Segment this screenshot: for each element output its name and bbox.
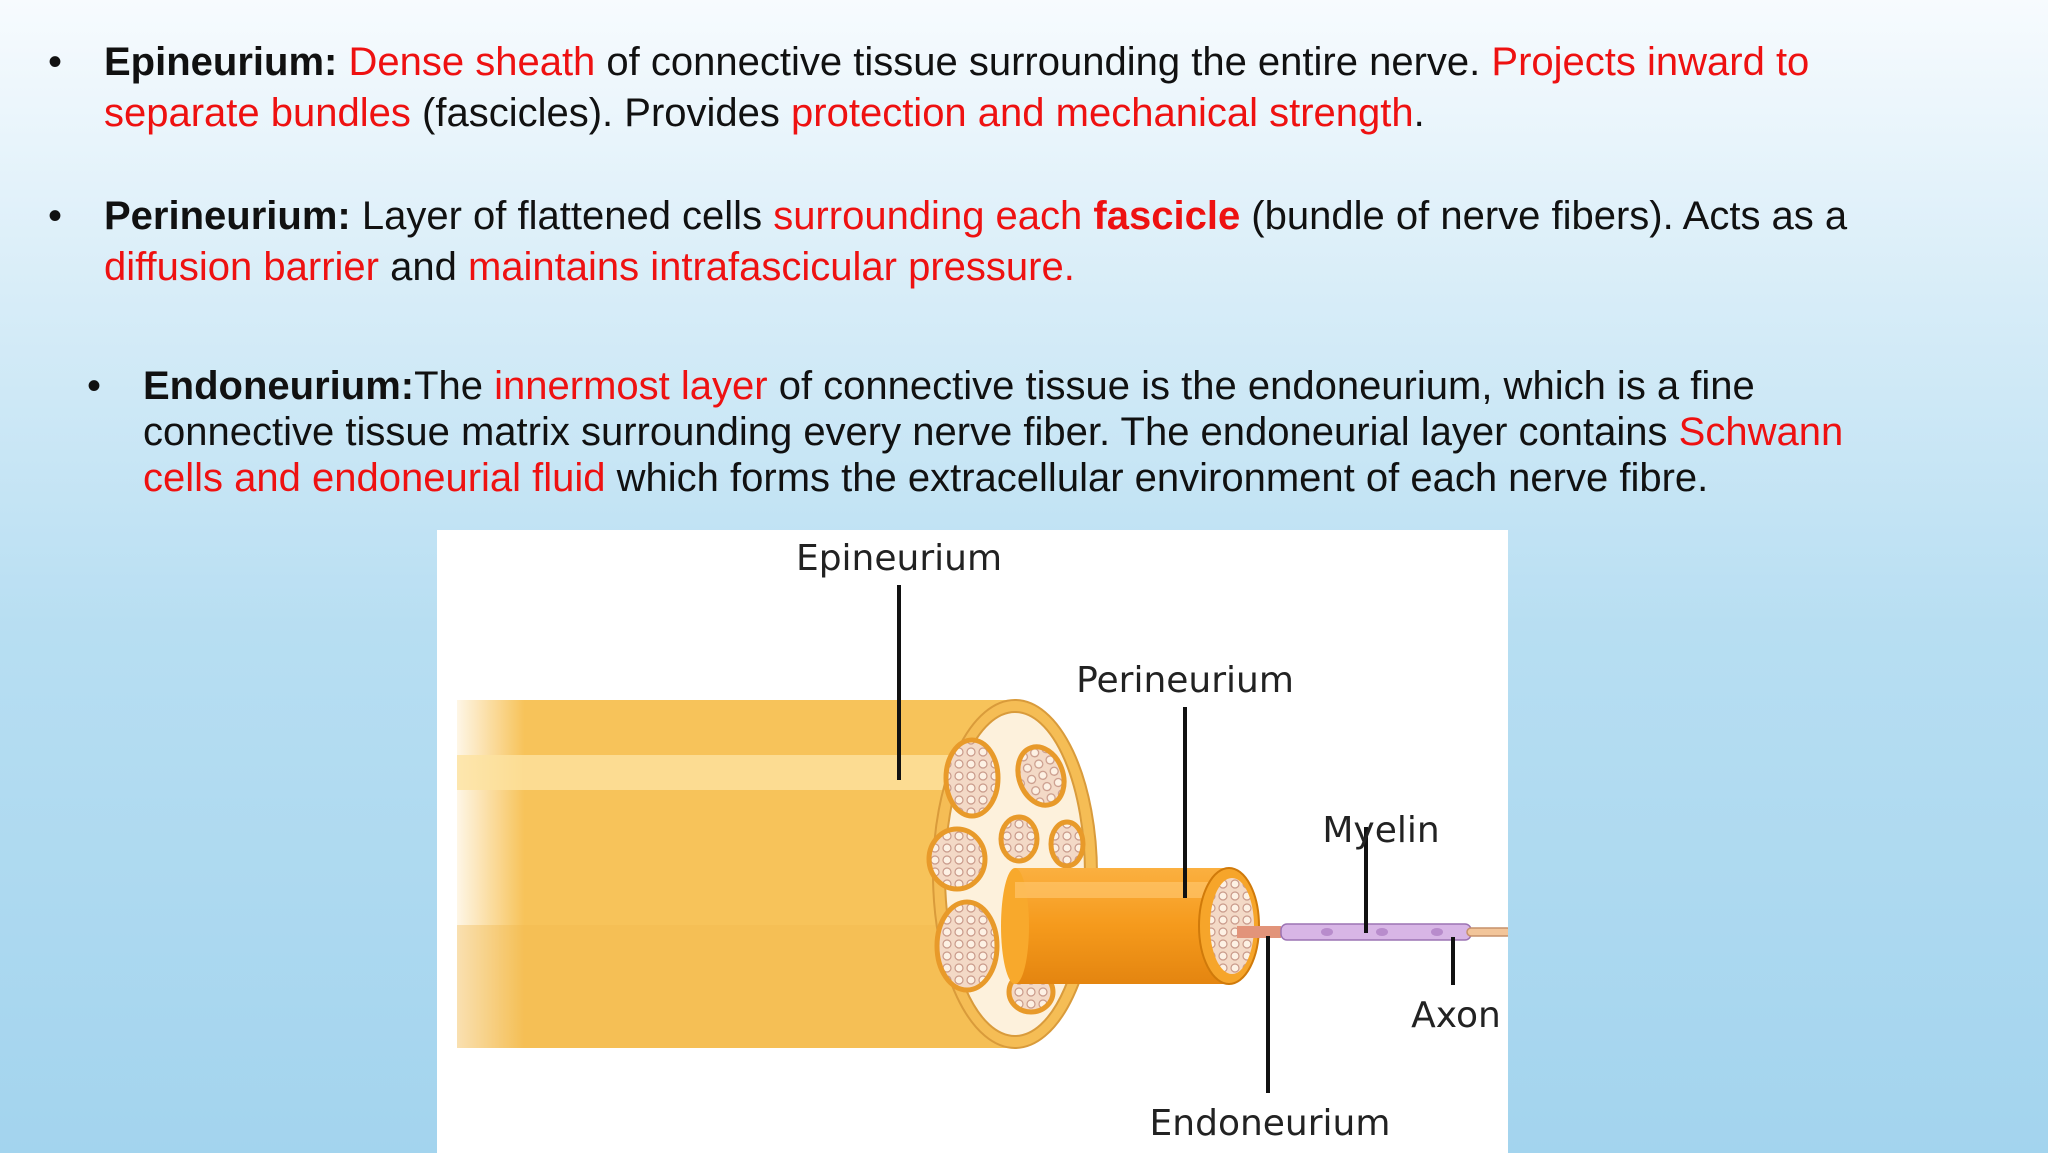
text: which forms the extracellular environmen… — [605, 456, 1709, 500]
nerve-diagram: Epineurium Perineurium Myelin Axon Endon… — [457, 538, 1508, 1144]
text-red: Dense sheath — [348, 40, 596, 84]
text-red-bold: fascicle — [1093, 194, 1241, 238]
nerve-structure-figure: Epineurium Perineurium Myelin Axon Endon… — [437, 530, 1508, 1153]
text: of connective tissue surrounding the ent… — [595, 40, 1492, 84]
text-red: Projects inward to separate bundles — [104, 40, 1810, 135]
term-endoneurium: Endoneurium: — [143, 364, 415, 408]
text-red: maintains intrafascicular pressure. — [467, 245, 1075, 289]
text-red: protection and mechanical strength — [791, 91, 1414, 135]
label-axon: Axon — [1411, 995, 1501, 1036]
text: . — [1413, 91, 1425, 135]
bullet-dot: • — [87, 364, 102, 408]
leader-lines — [897, 585, 1455, 1093]
label-perineurium: Perineurium — [1076, 660, 1294, 701]
nerve-cylinder — [457, 699, 1098, 1049]
fascicle-sections — [926, 737, 1086, 1015]
bullet-dot: • — [48, 194, 63, 238]
text: (bundle of nerve fibers). Acts as a — [1240, 194, 1848, 238]
term-perineurium: Perineurium: — [104, 194, 351, 238]
text: and — [378, 245, 468, 289]
term-epineurium: Epineurium: — [104, 40, 338, 84]
text-red: diffusion barrier — [104, 245, 379, 289]
bullet-dot: • — [48, 40, 63, 84]
label-myelin: Myelin — [1322, 810, 1439, 851]
fascicle-cylinder — [1001, 867, 1260, 985]
text: (fascicles). Provides — [410, 91, 792, 135]
label-epineurium: Epineurium — [796, 538, 1002, 579]
nerve-fiber — [1237, 923, 1508, 941]
bullet-perineurium: • Perineurium: Layer of flattened cells … — [48, 191, 1864, 293]
text-red: Schwann cells and endoneurial fluid — [143, 410, 1844, 500]
endoneurium-text: Endoneurium:The innermost layer of conne… — [143, 363, 1863, 543]
bullet-epineurium: • Epineurium: Dense sheath of connective… — [48, 37, 1864, 139]
text: The — [414, 364, 495, 408]
text: of connective tissue is the endoneurium,… — [143, 364, 1755, 454]
text: Layer of flattened cells — [350, 194, 774, 238]
text-red: surrounding each — [773, 194, 1094, 238]
label-endoneurium: Endoneurium — [1150, 1103, 1391, 1144]
text-red: innermost layer — [494, 364, 768, 408]
